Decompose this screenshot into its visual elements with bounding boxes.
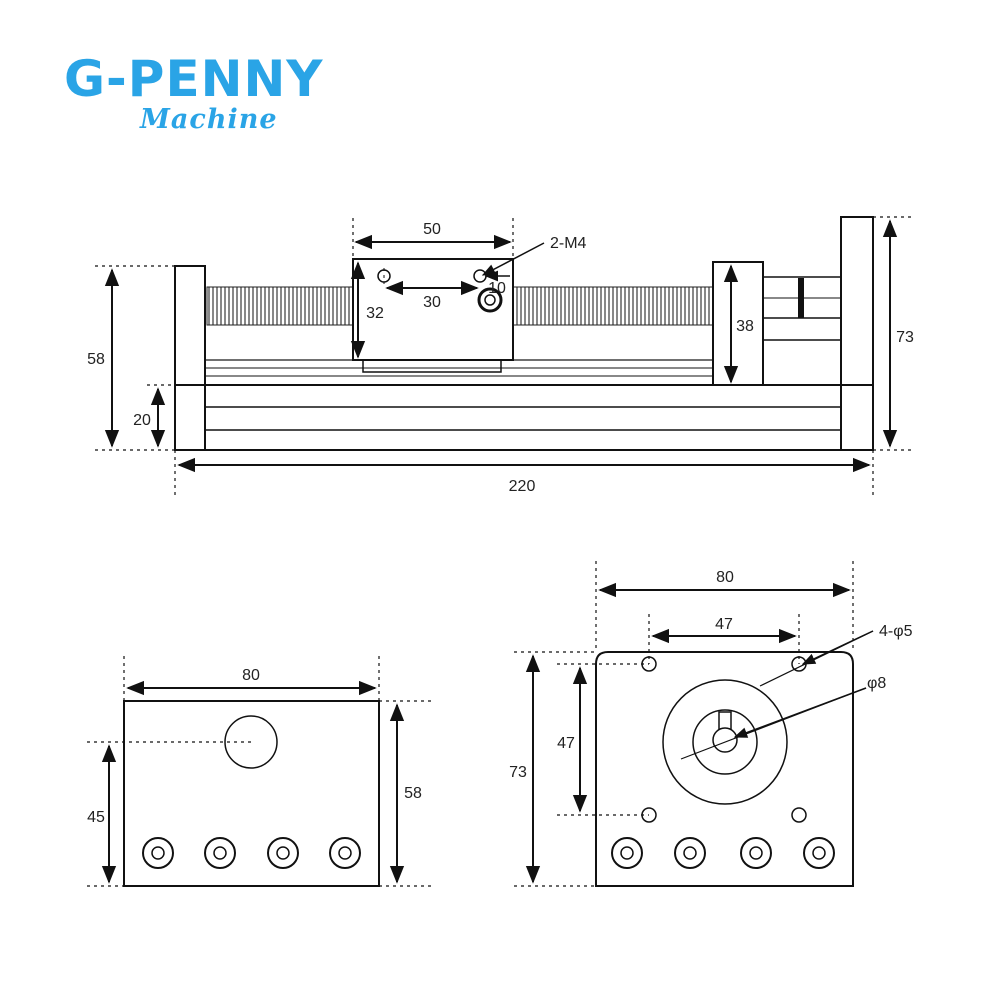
- dim-left-width: 80: [242, 667, 260, 684]
- lead-screw-left: [206, 286, 354, 326]
- dim-carriage-height: 32: [366, 305, 384, 322]
- dim-left-end-height: 58: [404, 785, 422, 802]
- bearing-hole-icon: [224, 715, 278, 769]
- dim-left-height: 58: [87, 351, 105, 368]
- label-holes: 4-φ5: [879, 623, 913, 640]
- left-end-block: [174, 265, 206, 450]
- front-view: 50 2-M4 30 10 32 58 20 38 73 22: [87, 216, 914, 498]
- m4-hole-right-icon: [473, 269, 487, 283]
- dim-top-width: 50: [423, 221, 441, 238]
- left-end-plate: [123, 700, 380, 887]
- left-end-view: 80 58 45: [87, 656, 433, 887]
- dim-total-height: 73: [896, 329, 914, 346]
- lead-screw-right: [512, 286, 714, 326]
- brand-logo: G-PENNY: [64, 50, 324, 108]
- right-end-view: 80 47 47 73 4-φ5 φ8: [509, 561, 913, 887]
- right-end-plate: [595, 651, 854, 887]
- knob-icon: [477, 287, 503, 313]
- label-bore: φ8: [867, 675, 886, 692]
- mount-holes-right: [611, 837, 835, 869]
- right-block: [712, 261, 764, 386]
- motor-plate: [840, 216, 874, 451]
- dim-hole-spacing: 30: [423, 294, 441, 311]
- brand-subtitle: Machine: [140, 104, 278, 135]
- shaft-bore-icon: [712, 727, 738, 753]
- dim-right-width: 80: [716, 569, 734, 586]
- dim-hole-height: 45: [87, 809, 105, 826]
- mount-holes-left: [142, 837, 361, 869]
- dim-right-block-height: 38: [736, 318, 754, 335]
- dim-base-height: 20: [133, 412, 151, 429]
- base-rail: [174, 384, 874, 451]
- m5-hole-icon: [791, 807, 807, 823]
- dim-hole-spacing-y: 47: [557, 735, 575, 752]
- dim-right-height: 73: [509, 764, 527, 781]
- dim-hole-offset: 10: [488, 280, 506, 297]
- label-thread: 2-M4: [550, 235, 587, 252]
- dim-hole-spacing-x: 47: [715, 616, 733, 633]
- dim-total-length: 220: [509, 478, 536, 495]
- motor-flange-icon: [662, 679, 788, 805]
